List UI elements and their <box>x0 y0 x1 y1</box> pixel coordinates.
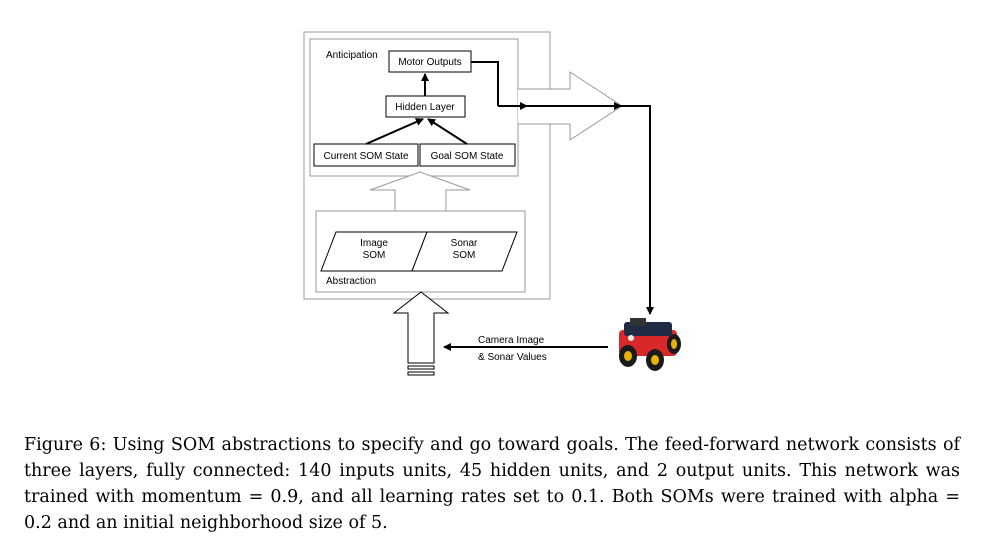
sensor-to-abstraction-hollow-arrow <box>392 291 450 364</box>
goal-som-state-box <box>419 143 516 167</box>
abstraction-to-anticipation-hollow-arrow <box>369 171 471 211</box>
sonar-som-label-line1: Sonar <box>451 238 478 249</box>
architecture-diagram: Anticipation Motor Outputs Hidden Layer … <box>303 31 681 376</box>
input-stub-2 <box>407 371 435 376</box>
goal-som-state-label: Goal SOM State <box>431 151 504 162</box>
sonar-som-shape <box>411 231 518 272</box>
current-state-to-hidden-arrow <box>365 118 424 145</box>
mobile-robot-icon <box>619 318 681 371</box>
image-som-label-line1: Image <box>360 238 388 249</box>
input-stub-1 <box>407 365 435 370</box>
anticipation-label: Anticipation <box>326 50 378 61</box>
motor-output-line <box>471 61 499 106</box>
current-som-state-label: Current SOM State <box>323 151 408 162</box>
image-som-label-line2: SOM <box>363 250 386 261</box>
sonar-som-label-line2: SOM <box>453 250 476 261</box>
figure-caption: Figure 6: Using SOM abstractions to spec… <box>24 435 960 533</box>
sensor-label-line1: Camera Image <box>478 335 545 346</box>
sensor-label-line2: & Sonar Values <box>478 352 547 363</box>
abstraction-label: Abstraction <box>326 276 376 287</box>
hidden-layer-label: Hidden Layer <box>395 102 455 113</box>
output-to-robot-line <box>621 105 654 315</box>
motor-outputs-label: Motor Outputs <box>398 57 461 68</box>
goal-state-to-hidden-arrow <box>427 118 468 145</box>
